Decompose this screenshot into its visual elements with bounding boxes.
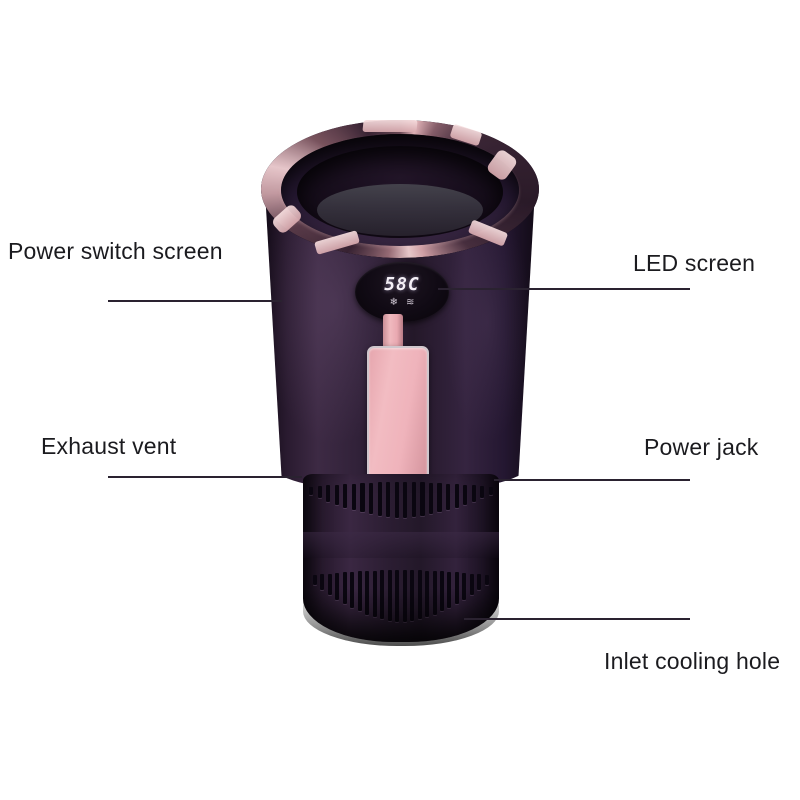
leader-line-power-jack [494,479,690,481]
vent-slot [377,482,382,516]
leader-line-exhaust-vent [108,476,302,478]
power-switch-panel[interactable] [367,346,429,484]
vent-slot [488,486,493,495]
leader-line-led-screen [438,288,690,290]
led-screen[interactable]: 58C ❄ ≋ [355,262,449,322]
vent-slot [368,482,374,515]
vent-slot [335,572,340,600]
vent-slot [484,574,489,585]
base-ring [303,532,499,558]
exhaust-vent-band [309,482,493,526]
vent-slot [462,572,467,600]
vent-slot [309,486,314,495]
vent-slot [343,484,348,508]
vent-slot [360,483,365,513]
vent-slot [326,485,331,502]
vent-slot [334,484,339,505]
heat-wave-icon: ≋ [406,297,415,308]
vent-slot [463,484,468,505]
vent-slot [454,484,459,508]
vent-slot [351,483,356,511]
led-mode-icons: ❄ ≋ [390,298,415,308]
vent-slot [411,482,416,518]
led-temperature-readout: 58C [384,274,420,295]
vent-slot [477,574,482,591]
car-cup-heater-device: 58C ❄ ≋ [255,118,545,648]
vent-slot [313,574,317,585]
vent-slot [469,573,474,596]
vent-slot [317,485,322,499]
leader-line-power-switch-screen [108,300,282,302]
vent-slot [320,574,325,591]
vent-slot [471,485,476,502]
leader-line-inlet-cooling-hole [464,618,690,620]
vent-slot [446,483,451,511]
vent-slot [327,573,332,596]
vent-slot [420,482,425,516]
vent-slot [386,482,391,518]
callout-inlet-cooling-hole: Inlet cooling hole [604,648,781,674]
callout-exhaust-vent: Exhaust vent [41,433,177,459]
rim-highlight [362,120,418,132]
cup-cavity-floor [317,184,483,236]
vent-slot [394,482,399,518]
snowflake-icon: ❄ [389,297,398,308]
callout-power-switch-screen: Power switch screen [8,238,223,264]
vent-slot [480,485,485,499]
callout-led-screen: LED screen [633,250,756,276]
panel-neck [383,314,403,354]
vent-slot [437,483,442,513]
callout-power-jack: Power jack [644,434,759,460]
base-bottom-shading [303,588,499,646]
vent-slot [428,482,434,515]
vent-slot [403,482,408,518]
